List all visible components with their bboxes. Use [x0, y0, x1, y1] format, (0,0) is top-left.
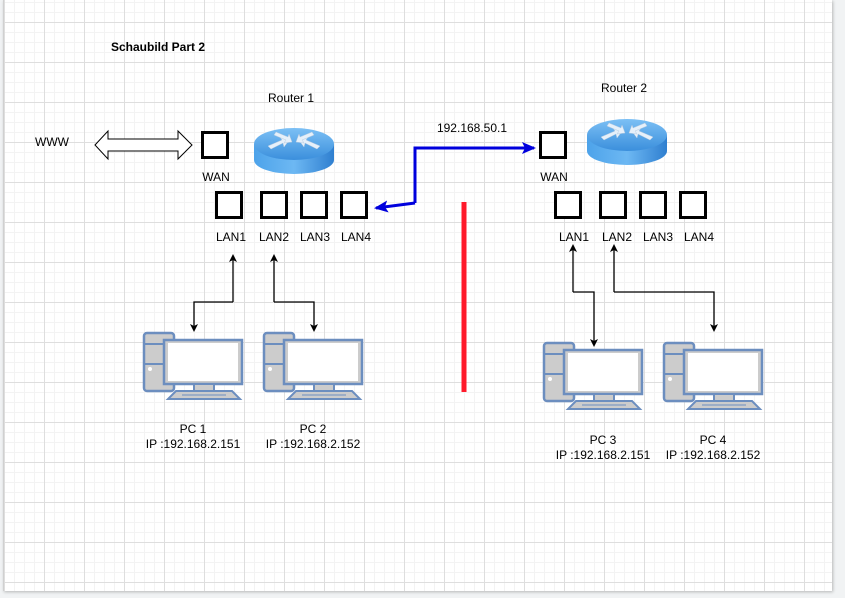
router-2-lan3-label: LAN3	[642, 230, 674, 244]
router-1-lan2-port[interactable]	[260, 191, 288, 219]
pc-1-ip: IP :192.168.2.151	[145, 437, 241, 451]
pc-3-icon	[542, 341, 644, 411]
pc-2-ip: IP :192.168.2.152	[265, 437, 361, 451]
router-1-lan4-label: LAN4	[340, 230, 372, 244]
router-1-lan1-port[interactable]	[215, 191, 243, 219]
internet-label[interactable]: WWW	[35, 135, 69, 149]
router-2-lan4-port[interactable]	[679, 191, 707, 219]
router-2-lan2-label: LAN2	[601, 230, 633, 244]
inter-router-link	[413, 142, 536, 203]
diagram-canvas: Schaubild Part 2 WWW Router 1 WAN LAN1 L…	[3, 0, 832, 591]
pc-1-icon	[142, 331, 244, 401]
pc-4-ip: IP :192.168.2.152	[665, 448, 761, 462]
router-1-lan1-label: LAN1	[215, 230, 247, 244]
router-2-label[interactable]: Router 2	[600, 81, 648, 95]
router-2-wan-label: WAN	[540, 170, 568, 184]
diagram-shapes	[94, 118, 764, 411]
router-2-lan2-port[interactable]	[599, 191, 627, 219]
router-2-lan1-label: LAN1	[558, 230, 590, 244]
router-1-wan-port[interactable]	[201, 131, 229, 159]
pc-2-icon	[262, 331, 364, 401]
router-2-lan4-label: LAN4	[683, 230, 715, 244]
router-2-lan1-port[interactable]	[554, 191, 582, 219]
router-2-icon	[586, 118, 668, 166]
router-1-lan3-label: LAN3	[299, 230, 331, 244]
pc-2-name: PC 2	[299, 422, 327, 436]
pc-4-icon	[662, 341, 764, 411]
router-1-wan-label: WAN	[202, 170, 230, 184]
router-1-lan4-port[interactable]	[340, 191, 368, 219]
internet-link-arrow	[94, 129, 193, 161]
router-1-lan2-label: LAN2	[258, 230, 290, 244]
diagram-title[interactable]: Schaubild Part 2	[111, 40, 206, 54]
router-1-lan3-port[interactable]	[300, 191, 328, 219]
pc-3-ip: IP :192.168.2.151	[555, 448, 651, 462]
router-1-icon	[253, 127, 335, 175]
router-2-wan-port[interactable]	[539, 131, 567, 159]
router-2-lan3-port[interactable]	[639, 191, 667, 219]
link-ip-label[interactable]: 192.168.50.1	[436, 121, 508, 135]
router-1-label[interactable]: Router 1	[267, 91, 315, 105]
pc-3-name: PC 3	[589, 433, 617, 447]
pc-4-name: PC 4	[699, 433, 727, 447]
pc-1-name: PC 1	[179, 422, 207, 436]
